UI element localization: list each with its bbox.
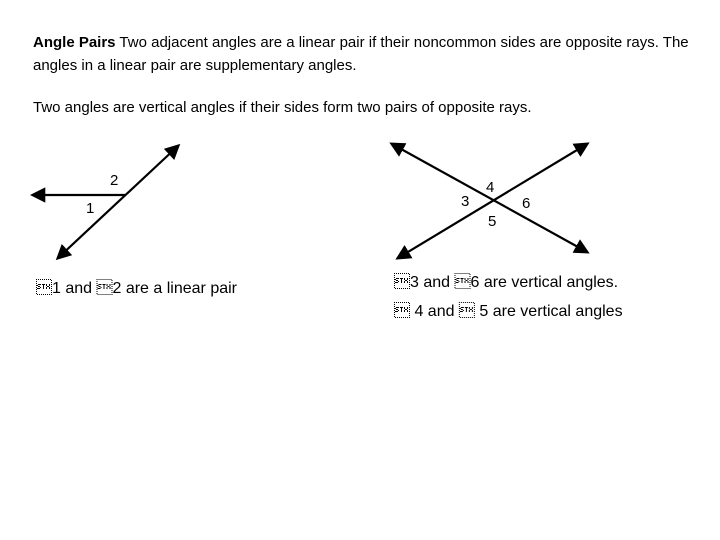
angle-label-6: 6 [522,195,530,212]
angle-label-2: 2 [110,172,118,189]
linear-pair-line [55,143,181,261]
angle-label-3: 3 [461,193,469,210]
vertical-line-b [395,142,590,260]
definition-vertical-angles: Two angles are vertical angles if their … [33,99,532,116]
caption-linear-pair: 1 and 2 are a linear pair [36,280,237,297]
vertical-angles-figure: 3 4 5 6 [389,142,590,260]
caption-vertical-angles-2:  4 and  5 are vertical angles [394,303,623,320]
term-angle-pairs: Angle Pairs [33,34,116,51]
vertical-line-a [389,142,590,254]
angle-label-5: 5 [488,213,496,230]
linear-pair-text: Two adjacent angles are a linear pair if… [33,34,689,74]
angle-label-1: 1 [86,200,94,217]
definition-linear-pair: Angle Pairs Two adjacent angles are a li… [33,31,693,77]
linear-pair-figure: 1 2 [29,143,181,261]
caption-vertical-angles-1: 3 and 6 are vertical angles. [394,274,619,291]
angle-label-4: 4 [486,179,494,196]
